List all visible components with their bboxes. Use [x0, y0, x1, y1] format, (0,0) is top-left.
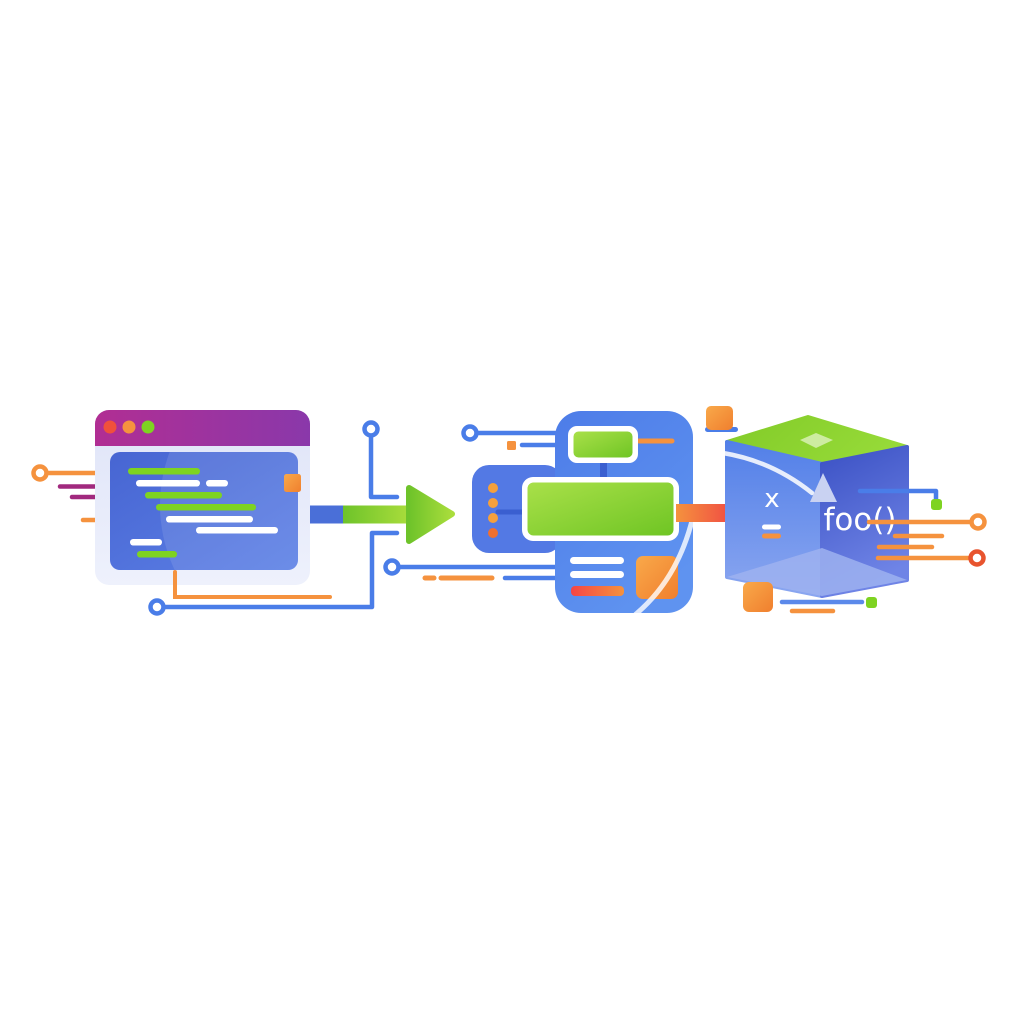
orange-cube-chip [743, 582, 773, 612]
cube-decorations [705, 406, 987, 614]
flow-orange-block [636, 556, 678, 599]
green-node-icon [931, 499, 942, 510]
cube-top-diamond [800, 433, 833, 448]
port-dot-icon [488, 513, 498, 523]
equals-sign-bottom [762, 533, 781, 539]
editor-circuits [148, 420, 400, 616]
arc-arrowhead-icon [810, 473, 837, 502]
flow-arc [633, 443, 693, 613]
code-line [137, 551, 177, 558]
traffic-light-close-icon [103, 420, 117, 434]
port-dot-icon [488, 498, 498, 508]
circuit-node-icon [148, 598, 166, 616]
code-line [206, 480, 228, 487]
flow-node-large [527, 482, 674, 536]
module-cube: x foo() [720, 415, 909, 598]
circuit-node-icon [31, 464, 49, 482]
flow-node-small [573, 431, 633, 458]
code-line [166, 516, 253, 523]
circuit-node-icon [362, 420, 380, 438]
node-connector-line [600, 460, 607, 480]
variable-label: x [764, 484, 779, 514]
cube-arc [720, 450, 815, 496]
circuit-node-icon [383, 558, 401, 576]
orange-cube-chip [706, 406, 733, 430]
flowchart-panel [472, 411, 693, 613]
code-line [196, 527, 278, 534]
orange-elbow-line [173, 570, 332, 599]
transform-arrow [310, 485, 455, 544]
code-editor-window [95, 410, 310, 585]
code-line [130, 539, 162, 546]
text-bar [570, 571, 624, 578]
green-node-icon [866, 597, 877, 608]
flowchart-circuits [383, 424, 561, 581]
circuit-node-icon [969, 513, 987, 531]
port-dot-icon [488, 528, 498, 538]
red-arrow-shaft [676, 504, 738, 522]
blue-circuit-line [368, 433, 400, 500]
blue-circuit-line [162, 530, 400, 610]
editor-orange-tag [284, 474, 301, 492]
code-line [145, 492, 222, 499]
arrow-head-icon [406, 485, 455, 544]
circuit-node-icon [461, 424, 479, 442]
code-line [136, 480, 200, 487]
equals-sign-top [762, 524, 781, 530]
code-line [128, 468, 200, 475]
port-dots [488, 483, 498, 538]
circuit-node-icon [968, 549, 986, 567]
orange-chip [507, 441, 516, 450]
text-bar [570, 557, 624, 564]
port-dot-icon [488, 483, 498, 493]
blue-circuit-line [857, 488, 939, 502]
traffic-light-minimize-icon [122, 420, 136, 434]
progress-bar [571, 586, 624, 596]
arrow-blue-segment [310, 505, 345, 524]
traffic-light-maximize-icon [141, 420, 155, 434]
arrow-shaft [343, 505, 410, 524]
code-lines [128, 468, 278, 558]
window-titlebar [95, 410, 310, 446]
code-line [156, 504, 256, 511]
cube-bottom-face [727, 548, 907, 596]
